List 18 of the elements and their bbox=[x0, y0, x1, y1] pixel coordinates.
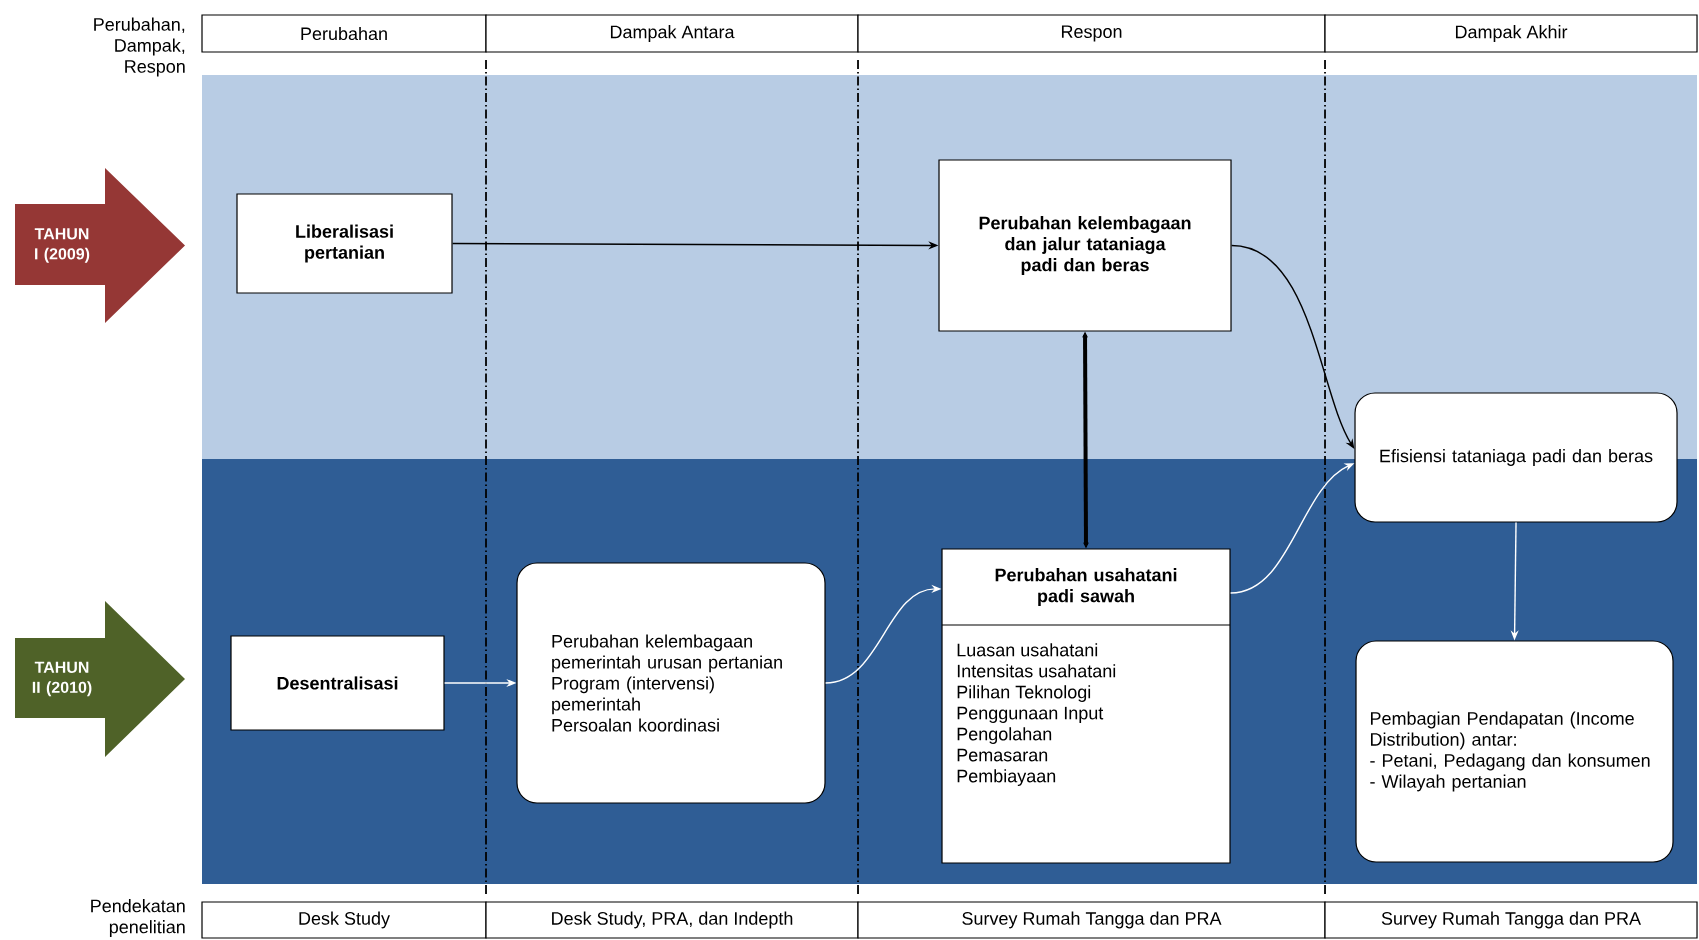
arrow bbox=[1230, 244, 1355, 449]
rounded-box: Perubahan kelembagaan pemerintah urusan pertanian Program (intervensi) pemerintah Persoalan koordinasi bbox=[516, 562, 826, 804]
table-cell: Respon bbox=[857, 14, 1326, 53]
row-label: Perubahan, Dampak, Respon bbox=[94, 17, 185, 77]
table-cell: Dampak Akhir bbox=[1324, 14, 1698, 53]
table-cell: Survey Rumah Tangga dan PRA bbox=[857, 901, 1326, 939]
table-cell: Dampak Antara bbox=[485, 14, 859, 53]
row-label: Pendekatan penelitian bbox=[91, 899, 185, 937]
table-cell: Perubahan bbox=[201, 14, 487, 53]
table-cell: Desk Study bbox=[201, 901, 487, 939]
process-box: Perubahan kelembagaan dan jalur tataniaga padi dan beras bbox=[938, 159, 1232, 332]
rounded-box: Pembagian Pendapatan (Income Distribution) antar: - Petani, Pedagang dan konsumen - Wilayah pertanian bbox=[1355, 640, 1674, 863]
rounded-box: Efisiensi tataniaga padi dan beras bbox=[1354, 392, 1678, 523]
process-box: Desentralisasi bbox=[230, 635, 445, 731]
process-box: Perubahan usahatani padi sawah Luasan usahatani Intensitas usahatani Pilihan Teknologi Penggunaan Input Pengolahan Pemasaran Pembiayaan bbox=[941, 548, 1231, 864]
process-box: Liberalisasi pertanian bbox=[236, 193, 453, 294]
table-cell: Desk Study, PRA, dan Indepth bbox=[485, 901, 859, 939]
table-cell: Survey Rumah Tangga dan PRA bbox=[1324, 901, 1698, 939]
